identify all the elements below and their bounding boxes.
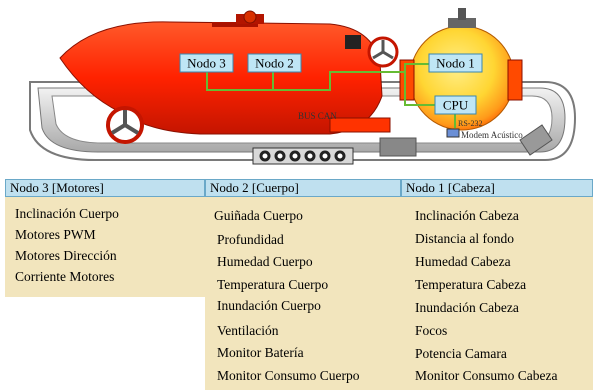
list-item: Temperatura Cuerpo xyxy=(217,277,329,292)
column-header-nodo-2: Nodo 2 [Cuerpo] xyxy=(205,179,401,197)
list-item: Inundación Cuerpo xyxy=(217,298,321,313)
list-item: Motores PWM xyxy=(15,227,96,242)
rs232-label: RS-232 xyxy=(458,119,482,128)
propeller-left-icon xyxy=(106,106,144,144)
column-body-nodo-1: Inclinación Cabeza Distancia al fondo Hu… xyxy=(401,197,593,390)
modem-icon xyxy=(519,124,553,156)
node-1-label: Nodo 1 xyxy=(436,56,475,71)
node-2-label: Nodo 2 xyxy=(255,56,294,71)
wheel-row xyxy=(252,147,354,165)
list-item: Corriente Motores xyxy=(15,269,115,284)
bus-wires xyxy=(206,63,456,128)
list-item: Humedad Cuerpo xyxy=(217,254,313,269)
list-item: Monitor Consumo Cabeza xyxy=(415,368,558,383)
rov-diagram: Nodo 3 Nodo 2 Nodo 1 CPU BUS CAN RS-232 … xyxy=(29,8,577,165)
list-item: Profundidad xyxy=(217,232,284,247)
modem-box xyxy=(446,128,460,138)
list-item: Ventilación xyxy=(217,323,279,338)
propeller-top-icon xyxy=(367,36,399,68)
cpu-label: CPU xyxy=(443,98,469,113)
list-item: Guiñada Cuerpo xyxy=(214,208,303,223)
node-3-label: Nodo 3 xyxy=(187,56,226,71)
list-item: Monitor Batería xyxy=(217,345,304,360)
list-item: Humedad Cabeza xyxy=(415,254,511,269)
node-3-box: Nodo 3 xyxy=(179,53,234,73)
modem-label: Modem Acústico xyxy=(461,130,523,140)
list-item: Distancia al fondo xyxy=(415,231,514,246)
battery-box xyxy=(379,137,417,157)
cpu-box: CPU xyxy=(434,95,477,115)
column-header-nodo-3: Nodo 3 [Motores] xyxy=(5,179,205,197)
column-header-nodo-1: Nodo 1 [Cabeza] xyxy=(401,179,593,197)
list-item: Inclinación Cuerpo xyxy=(15,206,119,221)
list-item: Motores Dirección xyxy=(15,248,117,263)
list-item: Focos xyxy=(415,323,448,338)
list-item: Inclinación Cabeza xyxy=(415,208,519,223)
list-item: Monitor Consumo Cuerpo xyxy=(217,368,360,383)
bus-can-label: BUS CAN xyxy=(298,111,337,121)
node-1-box: Nodo 1 xyxy=(428,53,483,73)
body-hull xyxy=(59,10,391,135)
node-2-box: Nodo 2 xyxy=(247,53,302,73)
list-item: Potencia Camara xyxy=(415,346,507,361)
list-item: Inundación Cabeza xyxy=(415,300,519,315)
column-body-nodo-3: Inclinación Cuerpo Motores PWM Motores D… xyxy=(5,197,205,297)
list-item: Temperatura Cabeza xyxy=(415,277,527,292)
column-body-nodo-2: Guiñada Cuerpo Profundidad Humedad Cuerp… xyxy=(205,197,401,390)
